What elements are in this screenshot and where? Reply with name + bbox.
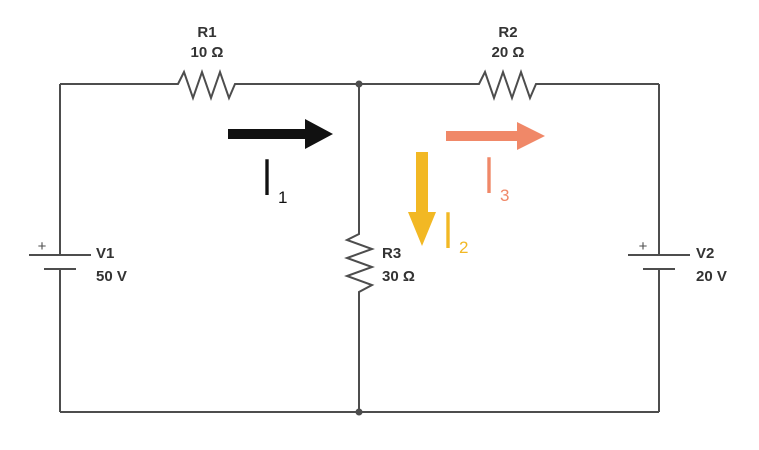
battery-v2-plus-sign: + xyxy=(639,238,648,255)
resistor-r3-name: R3 xyxy=(382,245,401,262)
junction-bottom xyxy=(355,408,363,416)
resistor-r1: R1 10 Ω xyxy=(172,24,243,102)
battery-v1-value: 50 V xyxy=(96,268,127,285)
battery-v2-name: V2 xyxy=(696,245,714,262)
resistor-r3: R3 30 Ω xyxy=(344,228,415,300)
battery-v1-name: V1 xyxy=(96,245,114,262)
current-i1-arrow xyxy=(228,119,333,149)
resistor-r1-zigzag xyxy=(172,68,243,102)
resistor-r3-zigzag xyxy=(344,228,375,300)
current-i2-subscript: 2 xyxy=(459,238,468,257)
current-i1-subscript: 1 xyxy=(278,188,287,207)
resistor-r2-value: 20 Ω xyxy=(492,44,525,61)
current-i3-symbol: I xyxy=(484,147,494,205)
current-i1-symbol: I xyxy=(262,149,272,207)
resistor-r3-value: 30 Ω xyxy=(382,268,415,285)
current-i2-arrow xyxy=(408,152,436,246)
resistor-r2-zigzag xyxy=(473,68,543,102)
current-i2-symbol: I xyxy=(443,202,453,260)
current-i3-arrow xyxy=(446,122,545,150)
resistor-r1-name: R1 xyxy=(197,24,216,41)
battery-v1: + V1 50 V xyxy=(29,238,127,285)
battery-v2-value: 20 V xyxy=(696,268,727,285)
current-i3-subscript: 3 xyxy=(500,186,509,205)
junction-top xyxy=(355,80,363,88)
resistor-r1-value: 10 Ω xyxy=(191,44,224,61)
battery-v1-plus-sign: + xyxy=(38,238,47,255)
wires xyxy=(59,83,660,413)
battery-v2: + V2 20 V xyxy=(628,238,727,285)
resistor-r2: R2 20 Ω xyxy=(473,24,543,102)
resistor-r2-name: R2 xyxy=(498,24,517,41)
